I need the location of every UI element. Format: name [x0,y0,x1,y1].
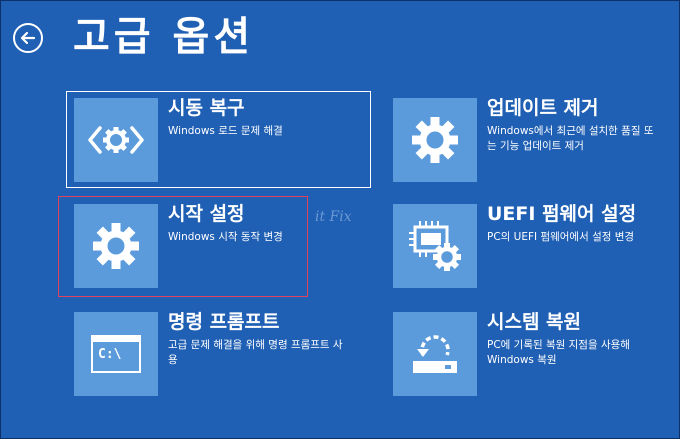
tile-icon-box: C:\ [74,312,158,396]
back-arrow-icon [20,31,36,45]
option-description: Windows에서 최근에 설치한 품질 또는 기능 업데이트 제거 [487,125,654,152]
option-title: UEFI 펌웨어 설정 [487,203,637,225]
option-title: 업데이트 제거 [487,97,599,119]
tile-icon-box [74,98,158,182]
code-gear-icon [88,126,144,154]
option-title: 명령 프롬프트 [168,311,280,333]
watermark: it Fix [315,209,352,225]
system-restore-icon [413,335,457,373]
annotation-highlight-box [58,196,308,297]
option-description: PC에 기록된 복원 지점을 사용해 Windows 복원 [487,339,630,366]
option-description: Windows 로드 문제 해결 [168,125,283,137]
option-description: 고급 문제 해결을 위해 명령 프롬프트 사용 [168,339,343,366]
tile-icon-box [393,312,477,396]
gear-icon [93,223,139,269]
option-title: 시작 설정 [168,203,245,225]
tile-icon-box [393,204,477,288]
command-prompt-icon: C:\ [91,335,141,373]
option-description: Windows 시작 동작 변경 [168,231,283,243]
option-description: PC의 UEFI 펌웨어에서 설정 변경 [487,231,635,243]
page-title: 고급 옵션 [73,14,255,60]
tile-icon-box [393,98,477,182]
option-title: 시동 복구 [168,97,245,119]
chip-gear-icon [409,221,461,271]
focus-highlight-box [66,91,371,188]
tile-icon-box [74,204,158,288]
option-title: 시스템 복원 [487,311,582,333]
gear-icon [412,117,458,163]
command-prompt-icon-text: C:\ [98,347,122,362]
back-button[interactable] [13,23,43,53]
